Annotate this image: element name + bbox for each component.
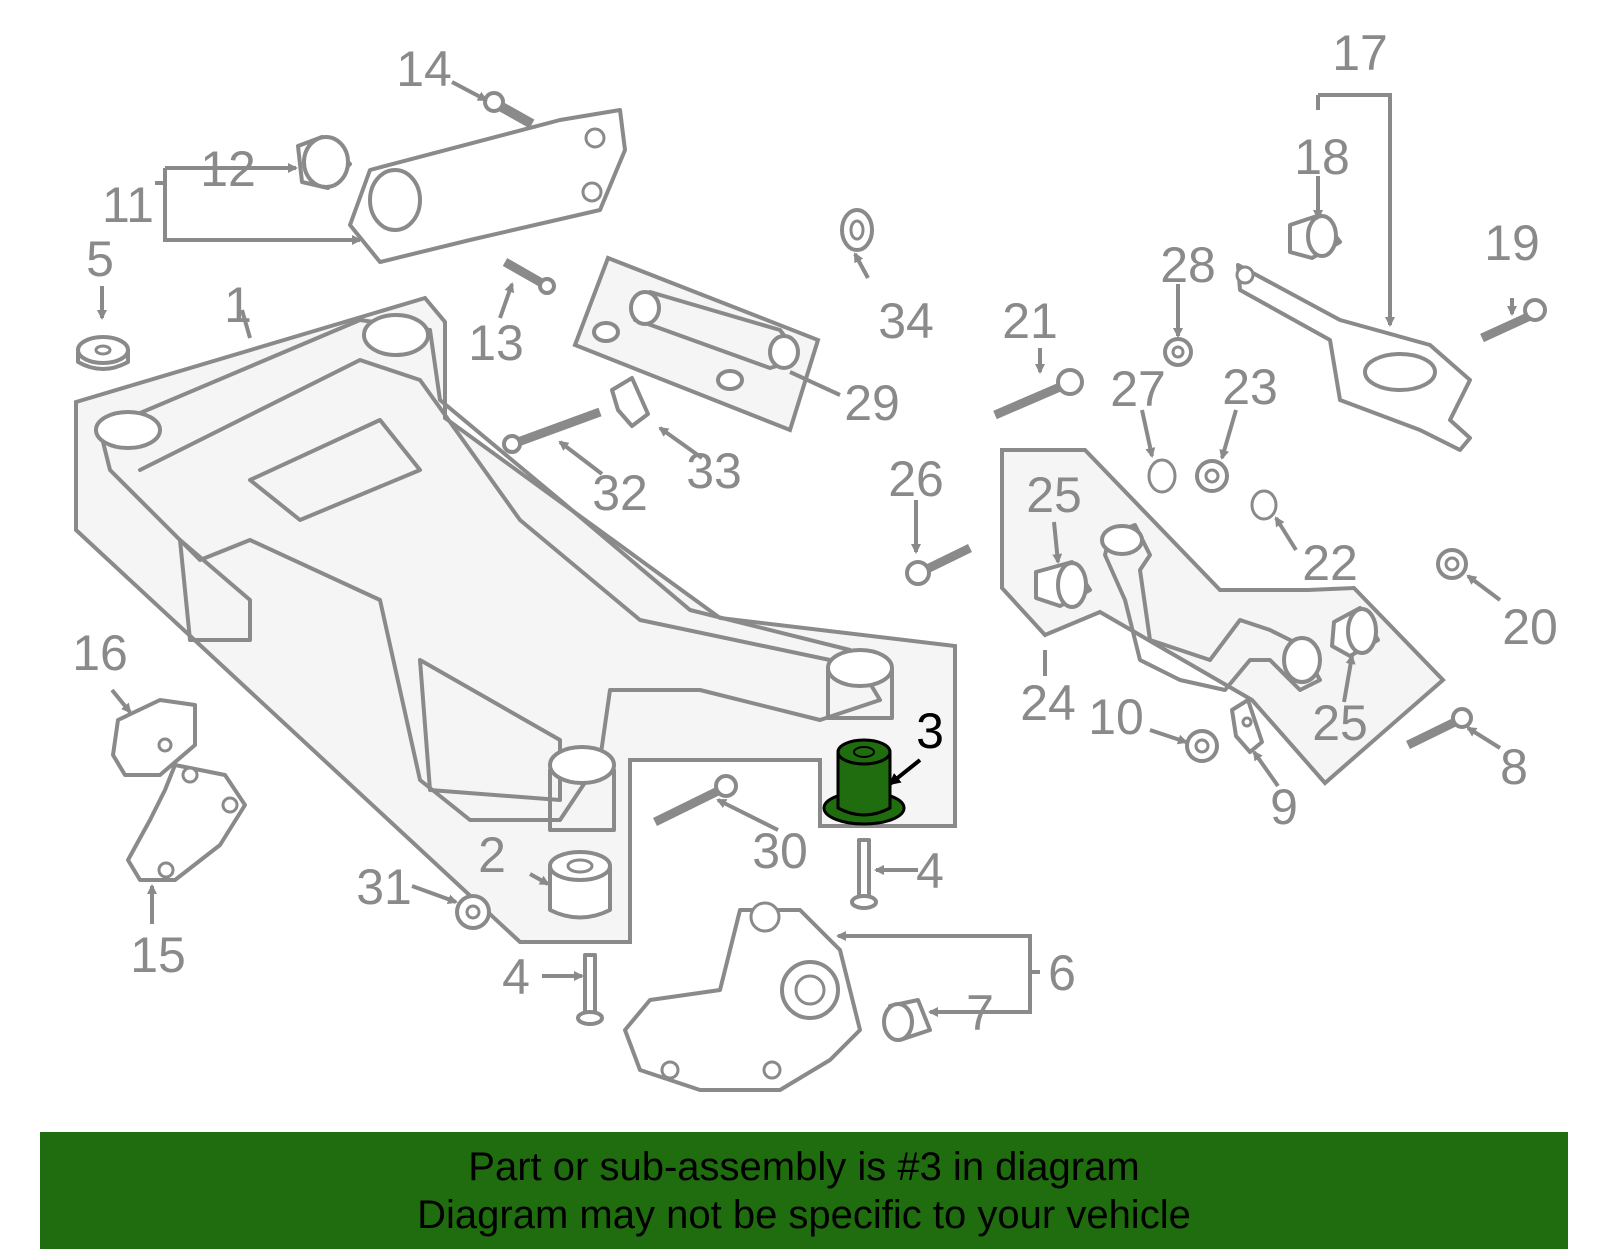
callout-10: 10 (1088, 689, 1144, 745)
callout-24: 24 (1020, 675, 1076, 731)
bolt-part-19 (1480, 298, 1547, 343)
callout-20: 20 (1502, 599, 1558, 655)
callout-11: 11 (102, 177, 154, 233)
nut-part-20 (1436, 548, 1468, 580)
callout-23: 23 (1222, 359, 1278, 415)
callout-1: 1 (224, 277, 252, 333)
bushing-part-18 (1288, 213, 1342, 260)
bolt-part-14 (483, 91, 535, 129)
callout-14: 14 (396, 41, 452, 97)
bushing-part-2 (548, 850, 612, 920)
callout-5: 5 (86, 231, 114, 287)
bolt-part-32 (502, 407, 602, 454)
info-banner: Part or sub-assembly is #3 in diagram Di… (40, 1132, 1568, 1249)
bolt-part-21 (993, 368, 1084, 420)
callout-12: 12 (200, 141, 256, 197)
nut-part-28 (1163, 337, 1193, 367)
banner-line-2: Diagram may not be specific to your vehi… (417, 1192, 1191, 1237)
callout-27: 27 (1110, 361, 1166, 417)
bolt-part-4-lower (576, 953, 604, 1026)
callout-19: 19 (1484, 215, 1540, 271)
callout-25-upper: 25 (1026, 467, 1082, 523)
callout-32: 32 (592, 465, 648, 521)
bushing-part-34 (840, 208, 874, 252)
callout-13: 13 (468, 315, 524, 371)
callout-28: 28 (1160, 237, 1216, 293)
callout-17: 17 (1332, 25, 1388, 81)
bolt-part-30 (653, 774, 738, 827)
callout-21: 21 (1002, 293, 1058, 349)
callout-6: 6 (1048, 945, 1076, 1001)
nut-part-31 (455, 894, 491, 930)
callout-3: 3 (916, 703, 944, 759)
callout-29: 29 (844, 375, 900, 431)
bushing-part-12 (296, 135, 352, 190)
callout-16: 16 (72, 625, 128, 681)
nut-part-23 (1195, 459, 1229, 493)
bracket-part-9 (1230, 698, 1264, 754)
bushing-part-25-lower (1330, 606, 1380, 658)
subframe-group-outline (74, 295, 957, 944)
lateral-link-part-29 (592, 290, 800, 391)
cover-part-16 (111, 698, 197, 777)
bolt-part-13 (502, 258, 556, 295)
mount-part-15 (126, 763, 247, 882)
bushing-part-3-highlighted (822, 738, 906, 826)
bolt-part-8 (1406, 707, 1473, 750)
callout-9: 9 (1270, 779, 1298, 835)
leader-lines (97, 80, 1517, 1017)
trailing-arm-part-11 (348, 108, 627, 264)
washer-part-5 (76, 335, 130, 371)
nut-part-10 (1185, 729, 1219, 763)
banner-line-1: Part or sub-assembly is #3 in diagram (468, 1144, 1140, 1189)
washer-part-22 (1250, 489, 1278, 521)
oring-part-27 (1147, 458, 1177, 494)
callout-26: 26 (888, 451, 944, 507)
callout-4-upper: 4 (916, 843, 944, 899)
bolt-part-26 (905, 543, 972, 586)
callout-25-lower: 25 (1312, 695, 1368, 751)
knuckle-part-6 (623, 901, 862, 1092)
callout-15: 15 (130, 927, 186, 983)
bolt-part-4-upper (850, 838, 878, 910)
callout-30: 30 (752, 823, 808, 879)
lower-arm-part-17 (1235, 263, 1472, 452)
bushing-part-25-upper (1034, 560, 1092, 609)
upper-arm-part-24 (1100, 523, 1322, 692)
callout-33: 33 (686, 443, 742, 499)
callout-4-lower: 4 (502, 949, 530, 1005)
callout-31: 31 (356, 859, 412, 915)
callout-8: 8 (1500, 739, 1528, 795)
callout-22: 22 (1302, 535, 1358, 591)
callout-34: 34 (878, 293, 934, 349)
callout-7: 7 (966, 985, 994, 1041)
bracket-part-33 (610, 376, 650, 428)
callout-18: 18 (1294, 129, 1350, 185)
subframe-part (94, 313, 894, 832)
bushing-part-7 (882, 998, 932, 1042)
callout-2: 2 (478, 827, 506, 883)
